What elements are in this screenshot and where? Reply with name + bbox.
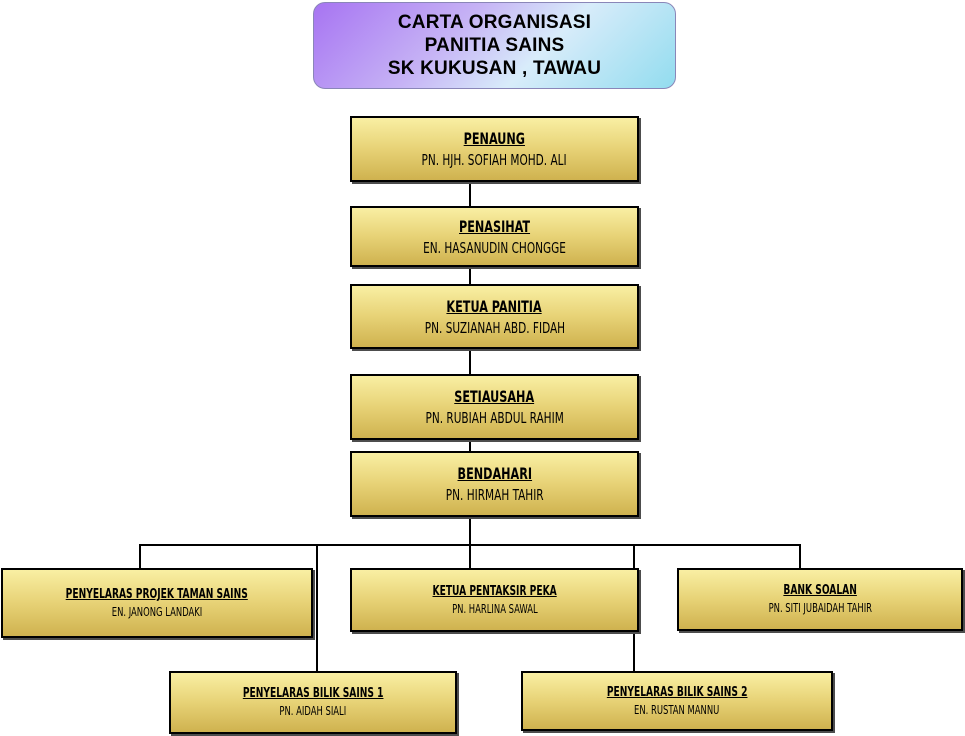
connector-ketua-setiausaha bbox=[469, 349, 471, 375]
node-name: PN. RUBIAH ABDUL RAHIM bbox=[425, 409, 564, 427]
node-name: PN. SITI JUBAIDAH TAHIR bbox=[768, 601, 872, 615]
node-role: PENYELARAS PROJEK TAMAN SAINS bbox=[65, 586, 249, 602]
node-name: PN. SUZIANAH ABD. FIDAH bbox=[424, 318, 565, 337]
node-penasihat: PENASIHAT EN. HASANUDIN CHONGGE bbox=[350, 206, 639, 267]
node-name: EN. JANONG LANDAKI bbox=[111, 604, 203, 619]
node-name: EN. RUSTAN MANNU bbox=[634, 702, 720, 717]
node-name: PN. HIRMAH TAHIR bbox=[445, 486, 544, 504]
node-setiausaha: SETIAUSAHA PN. RUBIAH ABDUL RAHIM bbox=[350, 374, 639, 440]
node-role: PENYELARAS BILIK SAINS 1 bbox=[242, 686, 384, 701]
connector-penaung-penasihat bbox=[469, 182, 471, 207]
connector-drop-bank bbox=[799, 544, 801, 570]
node-role: BANK SOALAN bbox=[783, 583, 857, 598]
node-bilik-sains-2: PENYELARAS BILIK SAINS 2 EN. RUSTAN MANN… bbox=[521, 671, 833, 731]
node-role: KETUA PANITIA bbox=[446, 296, 543, 316]
title-line-3: SK KUKUSAN , TAWAU bbox=[387, 58, 602, 79]
node-name: PN. AIDAH SIALI bbox=[279, 704, 347, 718]
node-bilik-sains-1: PENYELARAS BILIK SAINS 1 PN. AIDAH SIALI bbox=[169, 671, 457, 734]
node-ketua-pentaksir-peka: KETUA PENTAKSIR PEKA PN. HARLINA SAWAL bbox=[350, 568, 639, 632]
node-bank-soalan: BANK SOALAN PN. SITI JUBAIDAH TAHIR bbox=[677, 568, 963, 631]
chart-title-box: CARTA ORGANISASI PANITIA SAINS SK KUKUSA… bbox=[313, 2, 676, 89]
connector-penasihat-ketua bbox=[469, 267, 471, 284]
connector-drop-projek bbox=[139, 544, 141, 570]
node-ketua-panitia: KETUA PANITIA PN. SUZIANAH ABD. FIDAH bbox=[350, 284, 639, 349]
node-penaung: PENAUNG PN. HJH. SOFIAH MOHD. ALI bbox=[350, 116, 639, 182]
node-role: BENDAHARI bbox=[457, 464, 532, 483]
node-role: SETIAUSAHA bbox=[454, 387, 535, 406]
node-projek-taman-sains: PENYELARAS PROJEK TAMAN SAINS EN. JANONG… bbox=[1, 568, 313, 638]
connector-drop-bilik1 bbox=[316, 544, 318, 672]
node-role: PENAUNG bbox=[463, 129, 526, 148]
node-role: PENASIHAT bbox=[458, 216, 531, 236]
node-name: PN. HARLINA SAWAL bbox=[451, 601, 538, 616]
connector-bendahari-bus bbox=[469, 516, 471, 570]
node-role: PENYELARAS BILIK SAINS 2 bbox=[606, 684, 748, 700]
connector-horizontal-bus bbox=[139, 544, 801, 546]
node-name: PN. HJH. SOFIAH MOHD. ALI bbox=[421, 151, 568, 169]
connector-setiausaha-bendahari bbox=[469, 440, 471, 451]
node-bendahari: BENDAHARI PN. HIRMAH TAHIR bbox=[350, 451, 639, 517]
title-line-1: CARTA ORGANISASI bbox=[397, 12, 592, 33]
node-role: KETUA PENTAKSIR PEKA bbox=[432, 583, 557, 599]
node-name: EN. HASANUDIN CHONGGE bbox=[423, 238, 566, 257]
title-line-2: PANITIA SAINS bbox=[424, 35, 565, 56]
